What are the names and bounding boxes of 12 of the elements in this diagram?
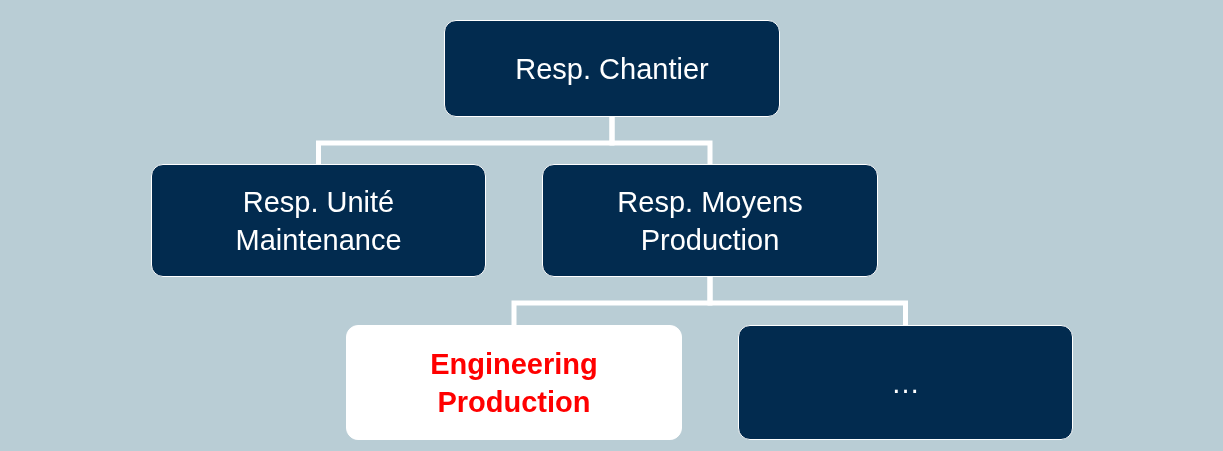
- org-box: [542, 164, 878, 277]
- org-box: [444, 20, 780, 117]
- org-box: [346, 325, 682, 440]
- box-label: Resp. Moyens Production: [616, 184, 804, 258]
- box-label: …: [891, 365, 920, 401]
- org-box: [738, 325, 1073, 440]
- box-label: Engineering Production: [429, 346, 599, 420]
- connector-line: [707, 277, 908, 325]
- box-label: Resp. Unité Maintenance: [234, 184, 403, 258]
- org-box: [151, 164, 486, 277]
- box-label: Resp. Chantier: [515, 51, 709, 87]
- connector-line: [609, 117, 713, 164]
